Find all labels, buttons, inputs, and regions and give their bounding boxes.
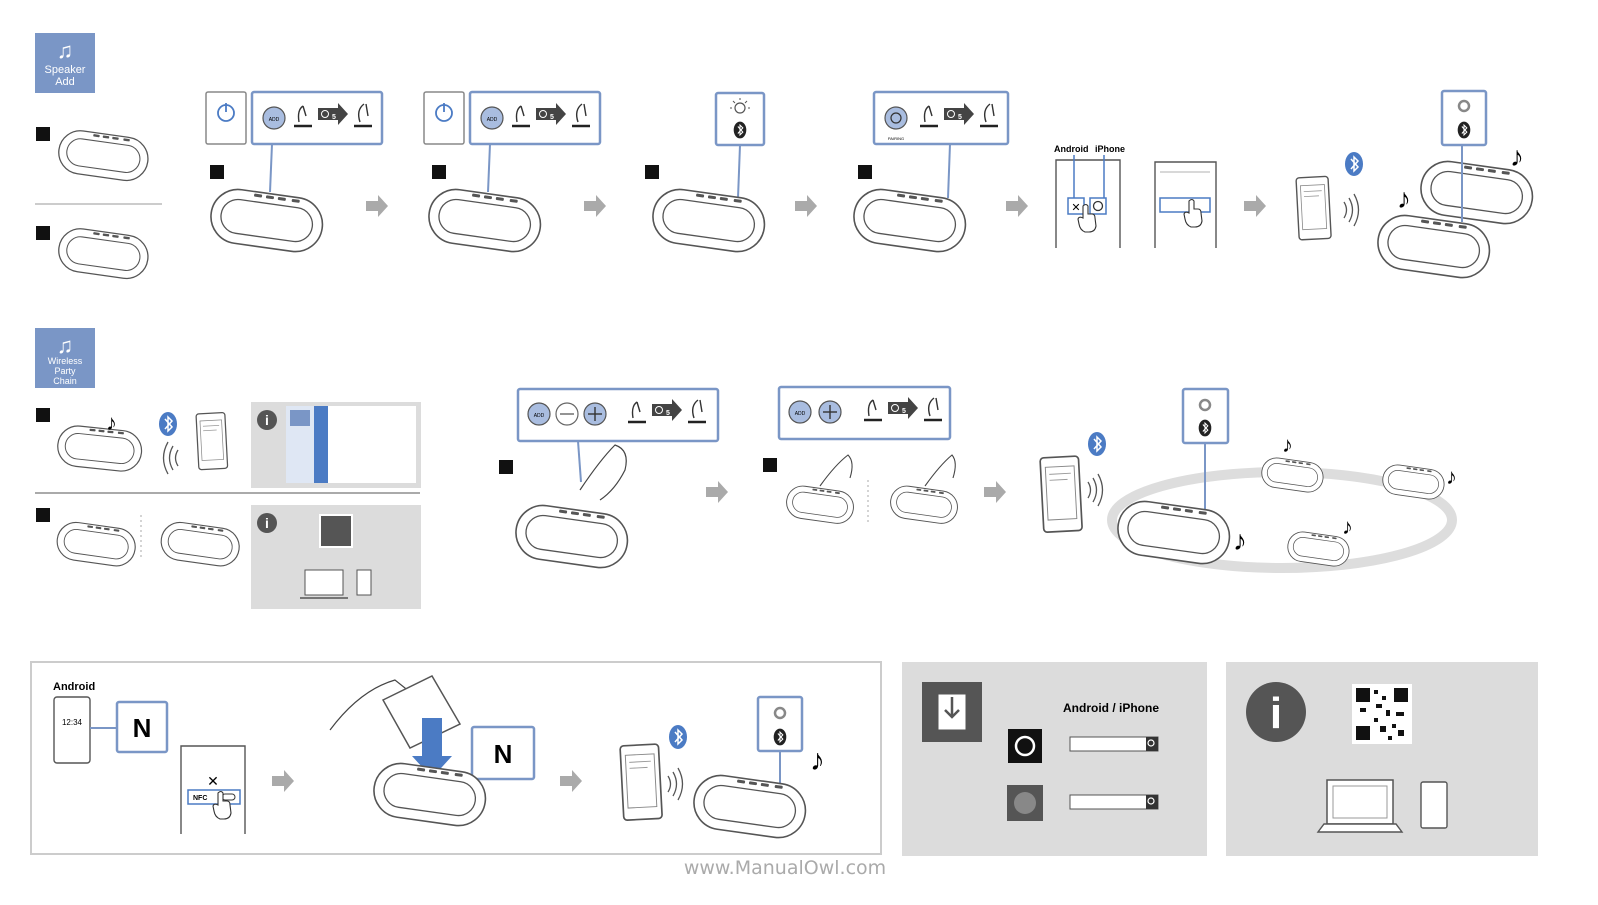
music-note-icon: ♪ — [106, 410, 117, 435]
clock-text: 12:34 — [62, 718, 83, 727]
wireless-party-chain-section: ♫ Wireless Party Chain ♪ i i ADD — [35, 328, 1457, 609]
music-note-icon: ♪ — [1342, 514, 1353, 539]
svg-text:ADD: ADD — [534, 413, 545, 419]
svg-text:i: i — [265, 412, 269, 428]
svg-text:Party: Party — [54, 366, 76, 376]
power-icon — [890, 112, 902, 124]
step-marker-b — [36, 226, 50, 240]
platform-label: Android / iPhone — [1063, 701, 1159, 715]
nfc-icon: N — [133, 713, 152, 743]
info-icon — [1246, 682, 1306, 742]
svg-text:i: i — [1270, 689, 1282, 738]
settings-icon — [1092, 200, 1104, 212]
download-icon — [944, 697, 960, 719]
speaker-add-section: ♫ Speaker Add ADD ADD — [35, 33, 1537, 282]
music-note-icon: ♪ — [1233, 525, 1247, 556]
info-icon — [257, 410, 277, 430]
indicator-light-icon — [734, 102, 746, 114]
svg-text:ADD: ADD — [487, 117, 498, 123]
music-note-icon: ♪ — [1446, 464, 1457, 489]
svg-text:Chain: Chain — [53, 376, 77, 386]
badge-speaker-line2: Add — [55, 76, 75, 88]
iphone-label: iPhone — [1095, 144, 1125, 154]
pairing-label: PAIRING — [888, 136, 904, 141]
music-note-icon: ♪ — [1282, 432, 1293, 457]
app-download-panel: Android / iPhone — [902, 662, 1207, 856]
music-note-icon: ♪ — [1510, 141, 1524, 172]
music-note-icon: ♫ — [57, 38, 74, 63]
tools-icon: ✕ — [1071, 202, 1080, 214]
svg-text:ADD: ADD — [795, 411, 806, 417]
music-note-icon: ♪ — [810, 744, 825, 777]
badge-speaker-line1: Speaker — [45, 64, 86, 76]
music-note-icon: ♫ — [57, 333, 74, 358]
android-label: Android — [53, 681, 95, 693]
nfc-icon: N — [494, 739, 513, 769]
nfc-label: NFC — [193, 795, 207, 802]
svg-text:i: i — [265, 515, 269, 531]
info-icon — [257, 513, 277, 533]
nfc-section: Android 12:34 N ✕ NFC N ♪ — [30, 661, 882, 855]
search-icon — [1147, 739, 1155, 747]
add-label: ADD — [269, 117, 280, 123]
watermark: www.ManualOwl.com — [684, 857, 886, 879]
music-note-icon: ♪ — [1397, 183, 1411, 214]
android-label: Android — [1054, 144, 1089, 154]
info-web-panel: i — [1226, 662, 1538, 856]
step-marker-a — [36, 127, 50, 141]
svg-text:Wireless: Wireless — [48, 356, 83, 366]
tools-icon: ✕ — [207, 773, 219, 789]
search-icon — [1147, 797, 1155, 805]
music-app-icon — [1014, 735, 1036, 757]
